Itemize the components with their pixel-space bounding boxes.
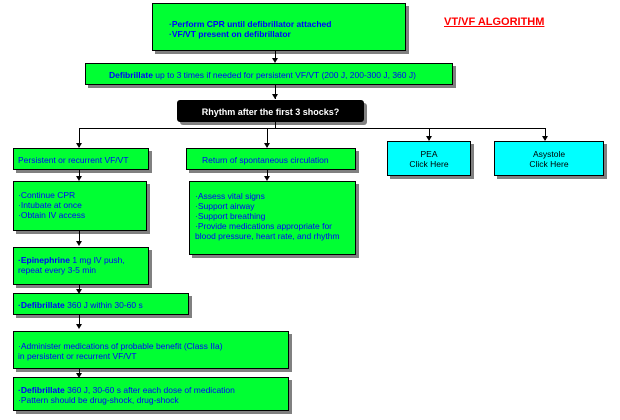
rhythm-question-box: Rhythm after the first 3 shocks? [177, 100, 364, 122]
initial-steps-box: ·Perform CPR until defibrillator attache… [152, 3, 406, 51]
intubate-step: ·Intubate at once [18, 200, 82, 210]
defibrillate-pattern-box: ·Defibrillate 360 J, 30-60 s after each … [13, 377, 289, 411]
epinephrine-repeat: repeat every 3-5 min [18, 265, 96, 275]
iv-access-step: ·Obtain IV access [18, 210, 86, 220]
defibrillate-box: Defibrillate up to 3 times if needed for… [85, 63, 453, 85]
step-vfvt-present: ·VF/VT present on defibrillator [169, 29, 291, 39]
pea-link-button[interactable]: PEA Click Here [387, 141, 471, 176]
rosc-box: Return of spontaneous circulation [186, 148, 356, 170]
continue-cpr-box: ·Continue CPR ·Intubate at once ·Obtain … [13, 181, 147, 231]
defibrillate-pattern-label: ·Defibrillate [18, 385, 65, 395]
asystole-label: Asystole [532, 149, 566, 159]
pattern-note: ·Pattern should be drug-shock, drug-shoc… [18, 395, 179, 405]
defibrillate-360-label: ·Defibrillate [18, 300, 65, 310]
rosc-care-box: ·Assess vital signs ·Support airway ·Sup… [189, 181, 356, 255]
persistent-vfvt-label: Persistent or recurrent VF/VT [18, 155, 129, 165]
rhythm-question: Rhythm after the first 3 shocks? [201, 107, 340, 117]
assess-vitals-step: ·Assess vital signs [195, 191, 265, 201]
medications-box: ·Administer medications of probable bene… [13, 331, 289, 369]
persistent-vfvt-box: Persistent or recurrent VF/VT [13, 148, 149, 170]
rosc-label: Return of spontaneous circulation [202, 155, 329, 165]
asystole-link-button[interactable]: Asystole Click Here [494, 141, 604, 176]
support-airway-step: ·Support airway [195, 201, 255, 211]
epinephrine-box: ·Epinephrine 1 mg IV push, repeat every … [13, 247, 149, 285]
provide-medications-detail: blood pressure, heart rate, and rhythm [195, 231, 340, 241]
step-cpr: ·Perform CPR until defibrillator attache… [169, 19, 332, 29]
epinephrine-label: ·Epinephrine [18, 255, 70, 265]
epinephrine-dose: 1 mg IV push, [69, 255, 125, 265]
cpr-step: ·Continue CPR [18, 190, 76, 200]
pea-click-here: Click Here [409, 159, 449, 169]
chart-title: VT/VF ALGORITHM [444, 16, 545, 28]
asystole-click-here: Click Here [529, 159, 569, 169]
defibrillate-pattern-text: 360 J, 30-60 s after each dose of medica… [64, 385, 235, 395]
defibrillate-text: up to 3 times if needed for persistent V… [152, 70, 416, 80]
defibrillate-360-box: ·Defibrillate 360 J within 30-60 s [13, 293, 189, 315]
pea-label: PEA [420, 149, 438, 159]
medications-line-1: ·Administer medications of probable bene… [18, 341, 223, 351]
medications-line-2: in persistent or recurrent VF/VT [18, 351, 137, 361]
provide-medications-step: ·Provide medications appropriate for [195, 221, 333, 231]
support-breathing-step: ·Support breathing [195, 211, 266, 221]
defibrillate-360-text: 360 J within 30-60 s [64, 300, 143, 310]
defibrillate-label: Defibrillate [109, 70, 153, 80]
